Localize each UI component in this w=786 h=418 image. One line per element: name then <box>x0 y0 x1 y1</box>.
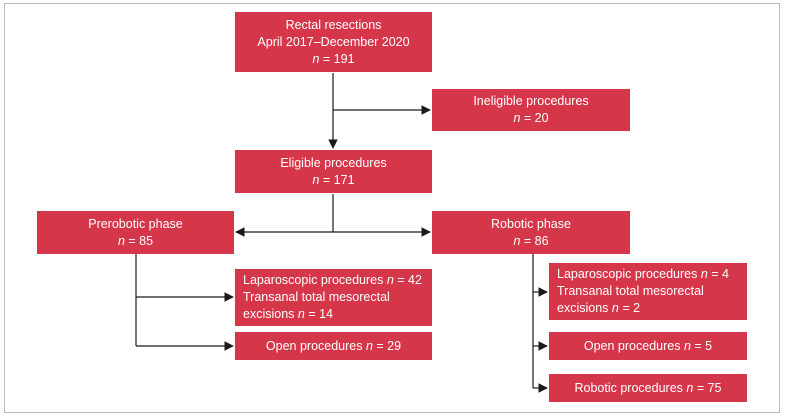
n-symbol: n <box>312 51 320 66</box>
prerobotic-transanal-count: = 14 <box>308 307 334 321</box>
n-symbol: n <box>683 338 691 353</box>
ineligible-title: Ineligible procedures <box>473 94 589 108</box>
box-eligible-procedures: Eligible procedures n = 171 <box>235 150 432 193</box>
robotic-count: = 86 <box>523 233 549 248</box>
prerobotic-title: Prerobotic phase <box>88 216 183 231</box>
prerobotic-laparoscopic-count: = 42 <box>397 273 422 287</box>
rectal-resections-period: April 2017–December 2020 <box>257 34 410 49</box>
rectal-resections-title: Rectal resections <box>285 17 382 32</box>
prerobotic-count: = 85 <box>128 233 154 248</box>
rectal-resections-count: = 191 <box>322 51 355 66</box>
box-robotic-open: Open procedures n = 5 <box>549 332 747 360</box>
ineligible-count: = 20 <box>523 111 549 125</box>
n-symbol: n <box>611 301 619 315</box>
robotic-laparoscopic-label: Laparoscopic procedures <box>557 267 701 281</box>
box-robotic-phase: Robotic phase n = 86 <box>432 211 630 254</box>
box-ineligible-procedures: Ineligible procedures n = 20 <box>432 89 630 131</box>
robotic-open-label: Open procedures <box>583 338 684 353</box>
robotic-title: Robotic phase <box>491 216 571 231</box>
box-robotic-procedures: Robotic procedures n = 75 <box>549 374 747 402</box>
n-symbol: n <box>297 307 305 321</box>
robotic-procedures-label: Robotic procedures <box>574 380 687 395</box>
box-prerobotic-laparoscopic-transanal: Laparoscopic procedures n = 42 Transanal… <box>235 269 432 326</box>
n-symbol: n <box>700 267 708 281</box>
robotic-transanal-label-line2: excisions <box>557 301 612 315</box>
n-symbol: n <box>686 380 694 395</box>
box-prerobotic-phase: Prerobotic phase n = 85 <box>37 211 234 254</box>
robotic-open-count: = 5 <box>694 338 713 353</box>
eligible-count: = 171 <box>322 172 355 187</box>
prerobotic-transanal-label-line2: excisions <box>243 307 298 321</box>
n-symbol: n <box>513 233 521 248</box>
n-symbol: n <box>386 273 394 287</box>
box-rectal-resections: Rectal resections April 2017–December 20… <box>235 12 432 72</box>
n-symbol: n <box>513 111 521 125</box>
robotic-laparoscopic-count: = 4 <box>711 267 730 281</box>
figure-frame <box>4 3 780 413</box>
prerobotic-transanal-label-line1: Transanal total mesorectal <box>243 290 390 304</box>
eligible-title: Eligible procedures <box>280 155 387 170</box>
robotic-procedures-count: = 75 <box>696 380 722 395</box>
n-symbol: n <box>117 233 125 248</box>
prerobotic-open-count: = 29 <box>376 338 402 353</box>
n-symbol: n <box>312 172 320 187</box>
box-prerobotic-open: Open procedures n = 29 <box>235 332 432 360</box>
prerobotic-laparoscopic-label: Laparoscopic procedures <box>243 273 387 287</box>
robotic-transanal-count: = 2 <box>622 301 641 315</box>
n-symbol: n <box>365 338 373 353</box>
box-robotic-laparoscopic-transanal: Laparoscopic procedures n = 4 Transanal … <box>549 263 747 320</box>
robotic-transanal-label-line1: Transanal total mesorectal <box>557 284 704 298</box>
prerobotic-open-label: Open procedures <box>265 338 366 353</box>
